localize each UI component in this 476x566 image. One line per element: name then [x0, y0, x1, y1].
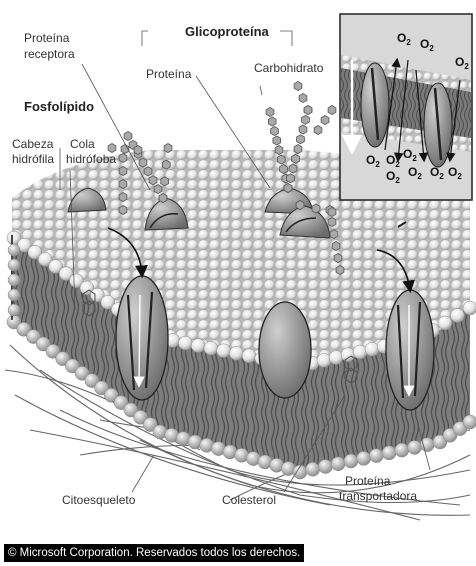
- phospholipid-head: [178, 336, 192, 350]
- phospholipid-head: [463, 301, 476, 315]
- phospholipid-head: [365, 342, 379, 356]
- sugar-unit: [299, 125, 307, 134]
- label-cytoskeleton: Citoesqueleto: [62, 493, 136, 507]
- sugar-unit: [273, 136, 281, 145]
- phospholipid-head: [420, 438, 434, 452]
- phospholipid-head: [318, 460, 332, 474]
- sugar-unit: [275, 146, 283, 155]
- label-glycoprotein: Glicoproteína: [185, 24, 270, 39]
- phospholipid-head: [306, 462, 320, 476]
- phospholipid-head: [229, 346, 243, 360]
- sugar-unit: [124, 132, 132, 141]
- phospholipid-head: [8, 259, 20, 271]
- phospholipid-head: [438, 316, 452, 330]
- sugar-unit: [164, 144, 172, 153]
- sugar-unit: [119, 180, 127, 189]
- sugar-unit: [328, 208, 336, 217]
- phospholipid-head: [217, 344, 231, 358]
- sugar-unit: [280, 165, 288, 174]
- sugar-unit: [294, 82, 302, 91]
- phospholipid-head: [382, 446, 396, 460]
- sugar-unit: [334, 254, 342, 263]
- label-receptor-protein-1: Proteína: [24, 31, 70, 45]
- label-protein: Proteína: [146, 67, 192, 81]
- sugar-unit: [328, 218, 336, 227]
- sugar-unit: [119, 154, 127, 163]
- phospholipid-head: [341, 348, 355, 362]
- sugar-unit: [162, 160, 170, 169]
- sugar-unit: [119, 193, 127, 202]
- phospholipid-head: [451, 309, 465, 323]
- sugar-unit: [330, 230, 338, 239]
- phospholipid-head: [317, 353, 331, 367]
- label-hydrophilic-head-2: hidrófila: [12, 152, 54, 166]
- sugar-unit: [144, 167, 152, 176]
- label-phospholipid: Fosfolípido: [24, 99, 94, 114]
- sugar-unit: [149, 176, 157, 185]
- phospholipid-head: [8, 244, 20, 256]
- sugar-unit: [266, 108, 274, 117]
- sugar-unit: [284, 184, 292, 193]
- phospholipid-head: [329, 351, 343, 365]
- phospholipid-head: [408, 440, 422, 454]
- sugar-unit: [161, 177, 169, 186]
- phospholipid-head: [395, 443, 409, 457]
- sugar-unit: [159, 194, 167, 203]
- phospholipid-head: [331, 457, 345, 471]
- sugar-unit: [299, 94, 307, 103]
- label-cholesterol: Colesterol: [222, 493, 276, 507]
- sugar-unit: [332, 242, 340, 251]
- sugar-unit: [296, 201, 304, 210]
- sugar-unit: [268, 117, 276, 126]
- sugar-unit: [314, 126, 322, 135]
- label-transport-protein-1: Proteína: [345, 474, 391, 488]
- sugar-unit: [119, 167, 127, 176]
- phospholipid-head: [353, 345, 367, 359]
- phospholipid-head: [8, 274, 20, 286]
- phospholipid-head: [8, 304, 20, 316]
- sugar-unit: [297, 135, 305, 144]
- sugar-unit: [277, 155, 285, 164]
- sugar-unit: [119, 206, 127, 215]
- sugar-unit: [328, 106, 336, 115]
- membrane-protein-center: [259, 302, 311, 398]
- sugar-unit: [292, 154, 300, 163]
- sugar-unit: [287, 174, 295, 183]
- sugar-unit: [271, 127, 279, 136]
- sugar-unit: [302, 115, 310, 124]
- phospholipid-head: [8, 289, 20, 301]
- label-receptor-protein-2: receptora: [24, 47, 75, 61]
- sugar-unit: [294, 145, 302, 154]
- label-carbohydrate: Carbohidrato: [254, 61, 324, 75]
- phospholipid-head: [463, 415, 476, 429]
- label-hydrophilic-head-1: Cabeza: [12, 137, 54, 151]
- sugar-unit: [289, 164, 297, 173]
- sugar-unit: [304, 106, 312, 115]
- sugar-unit: [321, 116, 329, 125]
- phospholipid-head: [204, 341, 218, 355]
- sugar-unit: [139, 158, 147, 167]
- sugar-unit: [134, 146, 142, 155]
- sugar-unit: [154, 185, 162, 194]
- label-hydrophobic-tail-1: Cola: [70, 137, 95, 151]
- phospholipid-head: [344, 454, 358, 468]
- label-transport-protein-2: transportadora: [339, 489, 417, 503]
- sugar-unit: [336, 266, 344, 275]
- phospholipid-head: [242, 349, 256, 363]
- copyright-notice: © Microsoft Corporation. Reservados todo…: [4, 544, 304, 562]
- phospholipid-head: [357, 451, 371, 465]
- phospholipid-head: [369, 449, 383, 463]
- sugar-unit: [312, 204, 320, 213]
- phospholipid-head: [191, 339, 205, 353]
- label-hydrophobic-tail-2: hidrófoba: [66, 152, 116, 166]
